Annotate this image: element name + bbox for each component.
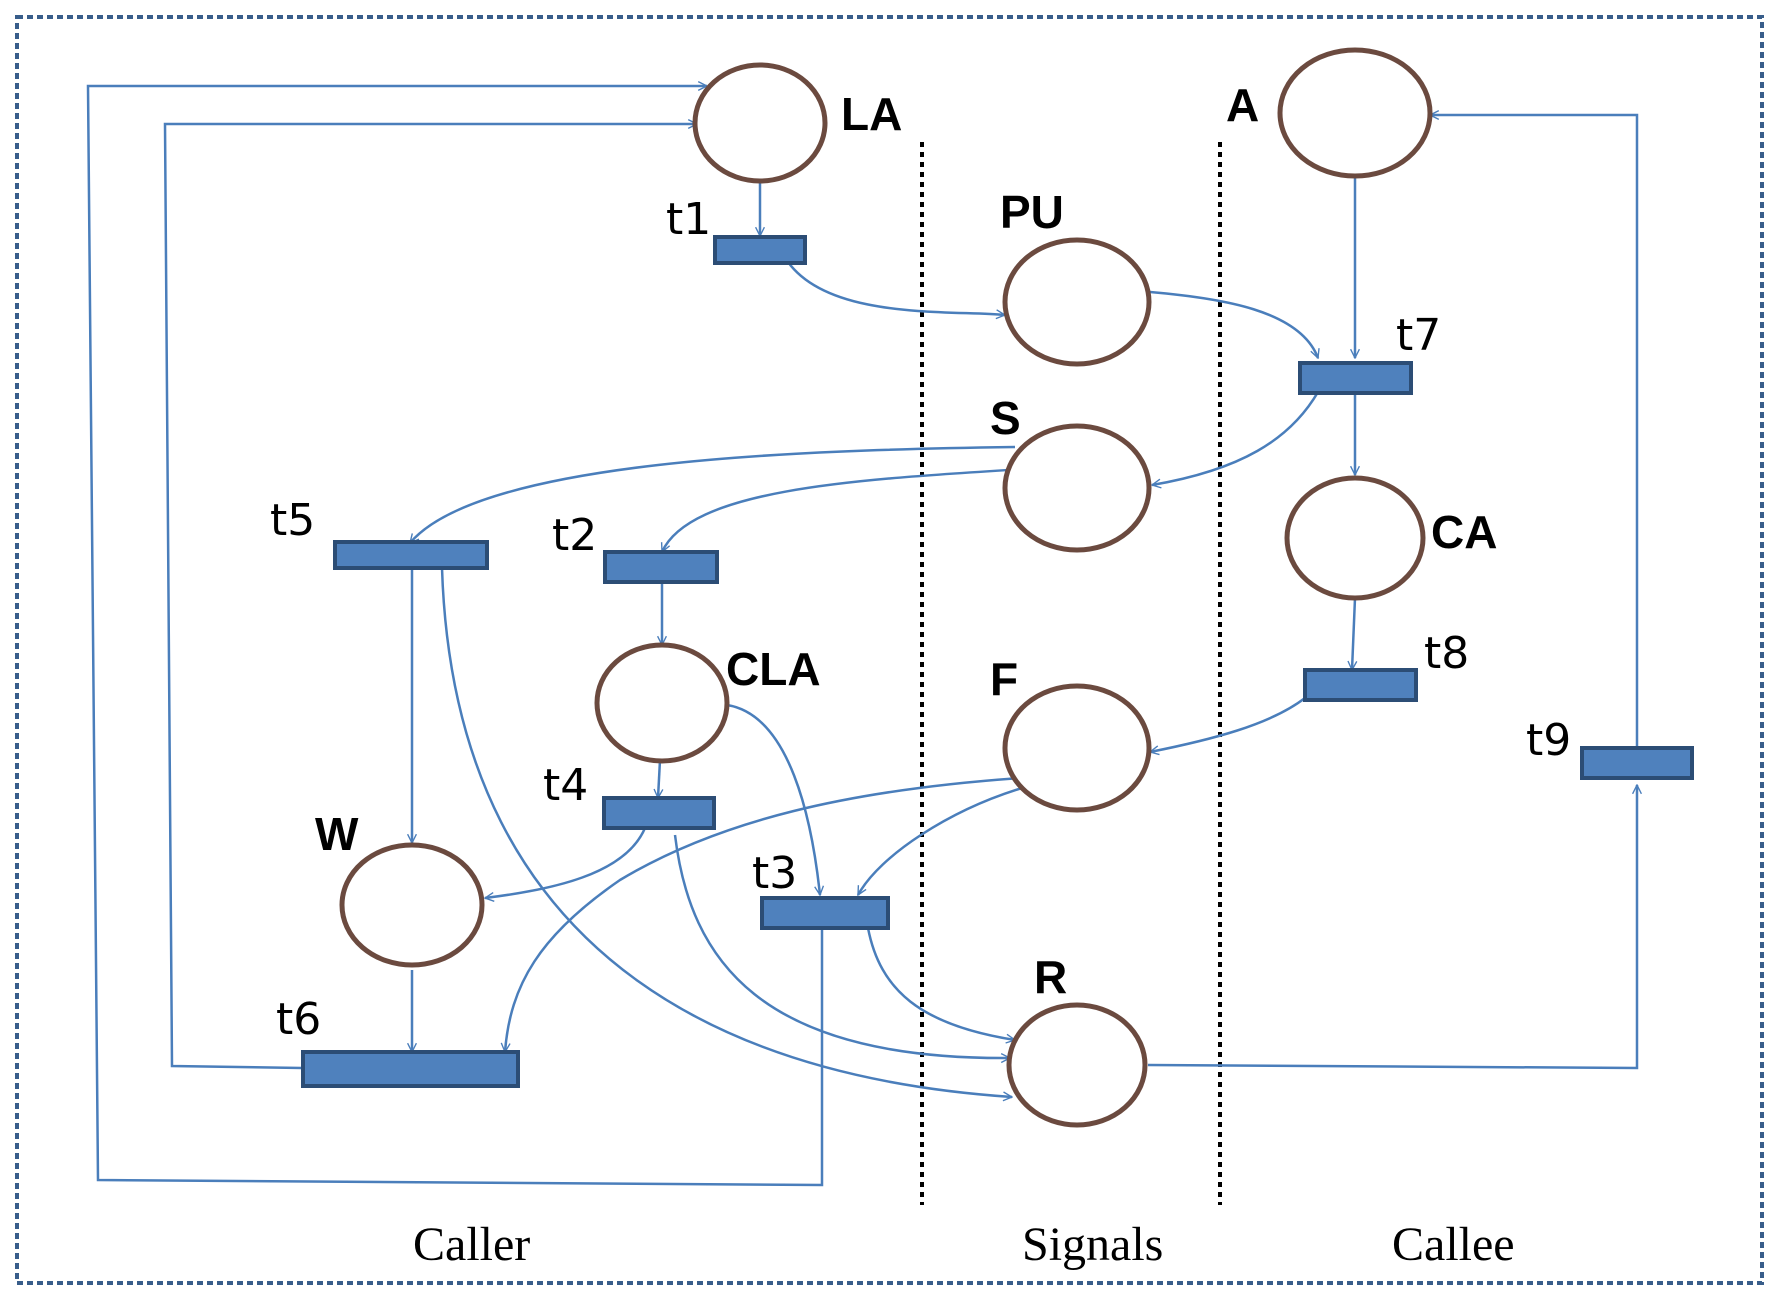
place-f <box>1002 683 1152 813</box>
transition-t9 <box>1580 746 1694 780</box>
place-ca <box>1284 475 1426 601</box>
transition-label-t9: t9 <box>1526 715 1571 766</box>
arcs <box>86 86 1639 1187</box>
transition-label-t4: t4 <box>543 760 588 811</box>
transition-label-t2: t2 <box>552 510 597 561</box>
place-s <box>1002 423 1152 553</box>
place-a <box>1277 47 1433 179</box>
transition-t7 <box>1298 361 1413 395</box>
transition-label-t7: t7 <box>1396 310 1441 361</box>
arc-t3-la <box>86 86 824 1187</box>
arc-t4-r <box>673 834 1010 1058</box>
transition-t5 <box>333 540 489 570</box>
arc-t1-pu <box>786 261 1005 315</box>
transitions <box>301 235 1694 1088</box>
place-la <box>692 62 828 184</box>
transition-label-t8: t8 <box>1424 628 1469 679</box>
places <box>339 47 1433 1128</box>
region-label-caller: Caller <box>413 1218 530 1271</box>
place-label-s: S <box>990 392 1021 444</box>
transition-t2 <box>603 550 719 584</box>
place-label-r: R <box>1034 951 1067 1003</box>
arc-t7-s <box>1152 391 1320 485</box>
place-r <box>1006 1002 1148 1128</box>
place-label-la: LA <box>841 88 902 140</box>
arc-r-t9 <box>1147 785 1637 1070</box>
transition-t6 <box>301 1050 520 1088</box>
place-cla <box>594 642 730 764</box>
arc-t9-a <box>1430 115 1639 748</box>
arc-f-t6 <box>505 776 1021 1052</box>
arc-t5-r <box>440 567 1012 1097</box>
transition-label-t1: t1 <box>666 194 711 245</box>
region-label-signals: Signals <box>1022 1218 1163 1271</box>
place-pu <box>1002 237 1152 367</box>
transition-label-t6: t6 <box>276 994 321 1045</box>
arc-s-t5 <box>410 445 1016 543</box>
transition-t4 <box>602 796 716 830</box>
arc-f-t3 <box>856 786 1023 895</box>
arc-cla-t4 <box>658 759 660 798</box>
arc-cla-t3 <box>726 703 820 895</box>
place-label-pu: PU <box>1000 186 1064 238</box>
place-label-cla: CLA <box>726 643 821 695</box>
arc-t3-r <box>866 927 1015 1040</box>
place-label-ca: CA <box>1431 506 1497 558</box>
transition-t1 <box>713 235 807 265</box>
region-label-callee: Callee <box>1392 1218 1515 1271</box>
place-label-f: F <box>990 653 1018 705</box>
transition-t8 <box>1303 668 1418 702</box>
arc-s-t2 <box>660 468 1009 552</box>
place-label-a: A <box>1226 79 1259 131</box>
arc-t4-w <box>485 827 647 898</box>
transition-t3 <box>760 896 890 930</box>
transition-label-t3: t3 <box>752 848 797 899</box>
arc-ca-t8 <box>1352 597 1355 670</box>
place-label-w: W <box>315 808 359 860</box>
arc-t6-la <box>163 124 697 1070</box>
transition-label-t5: t5 <box>270 495 315 546</box>
arc-pu-t7 <box>1149 290 1318 358</box>
arc-t8-f <box>1150 697 1306 752</box>
diagram-frame <box>15 15 1764 1285</box>
place-w <box>339 842 485 968</box>
